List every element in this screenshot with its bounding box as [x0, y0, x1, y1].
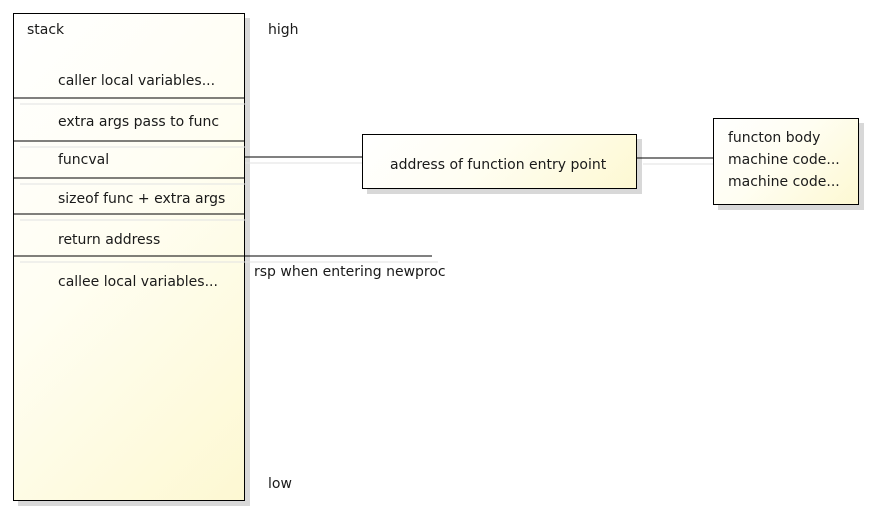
function-body-line: machine code... — [728, 174, 840, 190]
function-body-title: functon body — [728, 130, 821, 146]
label-rsp: rsp when entering newproc — [254, 264, 446, 280]
stack-row-funcval: funcval — [58, 152, 110, 168]
stack-row-extra-args: extra args pass to func — [58, 114, 220, 130]
function-entry-box — [362, 134, 637, 189]
label-high: high — [268, 22, 299, 38]
stack-row-sizeof: sizeof func + extra args — [58, 191, 226, 207]
entry-point-label: address of function entry point — [390, 157, 607, 173]
stack-frame-box — [13, 13, 245, 501]
function-body-box — [713, 118, 859, 205]
stack-title: stack — [27, 22, 65, 38]
function-body-line: machine code... — [728, 152, 840, 168]
stack-row-caller-locals: caller local variables... — [58, 73, 216, 89]
stack-row-return-address: return address — [58, 232, 161, 248]
label-low: low — [268, 476, 292, 492]
stack-dividers — [13, 97, 245, 221]
stack-row-callee-locals: callee local variables... — [58, 274, 218, 290]
